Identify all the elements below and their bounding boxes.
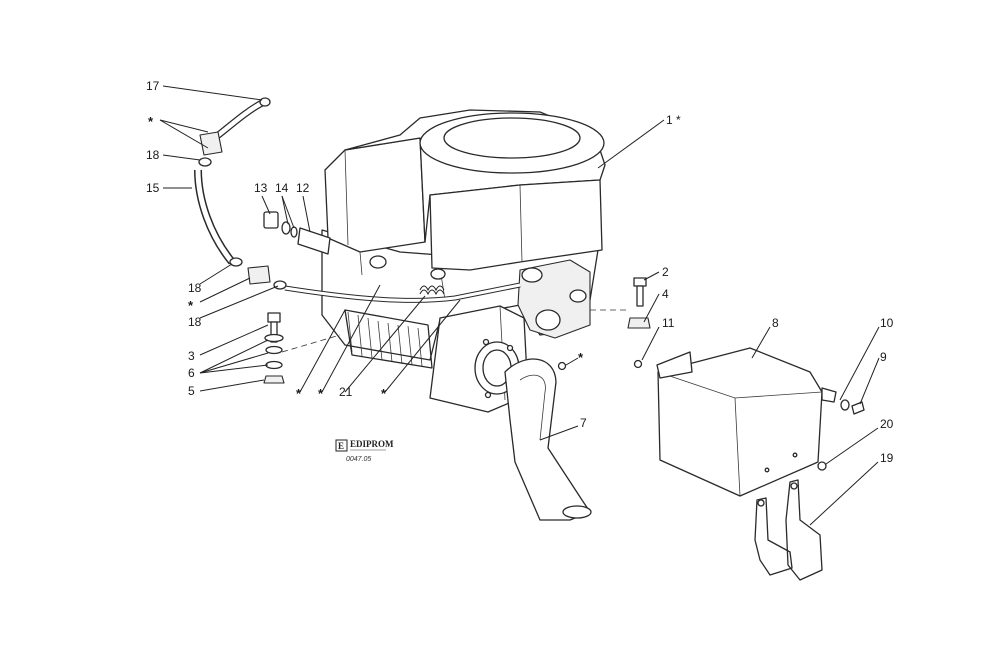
label-12: 12 bbox=[296, 181, 310, 195]
label-14: 14 bbox=[275, 181, 289, 195]
label-star-c: * bbox=[578, 350, 584, 365]
label-8: 8 bbox=[772, 316, 779, 330]
label-18a: 18 bbox=[146, 148, 160, 162]
engine-assembly bbox=[284, 109, 606, 369]
label-21: 21 bbox=[339, 385, 353, 399]
label-18c: 18 bbox=[188, 315, 202, 329]
label-15: 15 bbox=[146, 181, 160, 195]
label-2: 2 bbox=[662, 265, 669, 279]
governor-spring bbox=[419, 285, 445, 296]
label-20: 20 bbox=[880, 417, 894, 431]
shield-mount-hardware bbox=[557, 277, 651, 371]
publisher-stamp: E EDIPROM 0047.05 bbox=[335, 439, 394, 463]
label-19: 19 bbox=[880, 451, 894, 465]
label-star-f: * bbox=[381, 386, 387, 401]
label-4: 4 bbox=[662, 287, 669, 301]
label-star-b: * bbox=[188, 298, 194, 313]
stamp-seal-glyph: E bbox=[338, 441, 344, 451]
muffler bbox=[429, 305, 529, 413]
label-17: 17 bbox=[146, 79, 160, 93]
heat-shield bbox=[656, 347, 837, 497]
mount-hardware bbox=[263, 312, 285, 384]
stamp-brand: EDIPROM bbox=[350, 439, 394, 449]
exhaust-deflector bbox=[504, 358, 592, 521]
mounting-bracket bbox=[754, 479, 823, 581]
fuel-system bbox=[194, 97, 287, 290]
label-9: 9 bbox=[880, 350, 887, 364]
shield-side-hardware bbox=[817, 399, 865, 471]
label-star-e: * bbox=[318, 386, 324, 401]
callout-labels: 17 * 18 15 18 * 18 3 6 5 13 14 12 1 * 2 … bbox=[146, 79, 894, 465]
leader-lines bbox=[159, 85, 880, 526]
label-star-a: * bbox=[148, 114, 154, 129]
stud-hardware bbox=[263, 211, 331, 255]
label-7: 7 bbox=[580, 416, 587, 430]
label-1: 1 * bbox=[666, 113, 681, 127]
label-13: 13 bbox=[254, 181, 268, 195]
label-5: 5 bbox=[188, 384, 195, 398]
label-18b: 18 bbox=[188, 281, 202, 295]
label-11: 11 bbox=[662, 316, 675, 330]
label-star-d: * bbox=[296, 386, 302, 401]
stamp-code: 0047.05 bbox=[346, 456, 371, 463]
label-6: 6 bbox=[188, 366, 195, 380]
label-3: 3 bbox=[188, 349, 195, 363]
label-10: 10 bbox=[880, 316, 894, 330]
